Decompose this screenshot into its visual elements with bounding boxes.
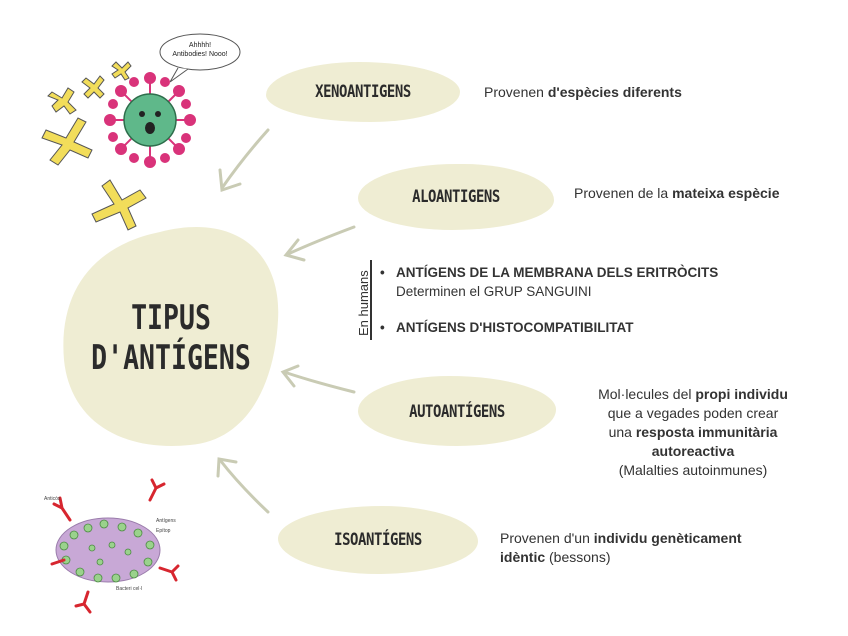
arrow-auto [284,372,354,392]
center-title: TIPUS D'ANTÍGENS [88,298,255,378]
bullet-erythrocyte-antigens: ANTÍGENS DE LA MEMBRANA DELS ERITRÒCITS [396,265,718,280]
alo-description: Provenen de la mateixa espècie [574,184,779,203]
xeno-label: XENOANTIGENS [283,82,442,102]
cell-label-antibody: Anticòs [44,496,60,502]
cell-illustration [52,480,178,612]
humans-divider [370,260,372,340]
xeno-description: Provenen d'espècies diferents [484,83,682,102]
bullet-erythrocyte-sub: Determinen el GRUP SANGUINI [396,284,592,299]
auto-description: Mol·lecules del propi individu que a veg… [576,385,810,480]
cell-label-antigens: Antígens [156,518,176,524]
center-title-line1: TIPUS [88,298,255,338]
bullet-histocompatibility: ANTÍGENS D'HISTOCOMPATIBILITAT [396,320,633,335]
alo-label: ALOANTIGENS [376,187,537,207]
arrow-iso [220,460,268,512]
arrow-xeno-head [220,170,240,190]
cell-label-bottom: Bacteri cel·l [116,586,142,592]
iso-description: Provenen d'un individu genèticament idèn… [500,529,742,567]
auto-label: AUTOANTÍGENS [376,402,538,422]
cell-label-epitope: Epítop [156,528,170,534]
virus-illustration [42,34,240,230]
center-title-line2: D'ANTÍGENS [88,338,255,378]
iso-label: ISOANTÍGENS [296,530,460,550]
virus-speech-text: Ahhhh! Antibodies! Nooo! [160,41,240,59]
arrow-xeno [222,130,268,188]
humans-vertical-label: En humans [356,270,371,336]
